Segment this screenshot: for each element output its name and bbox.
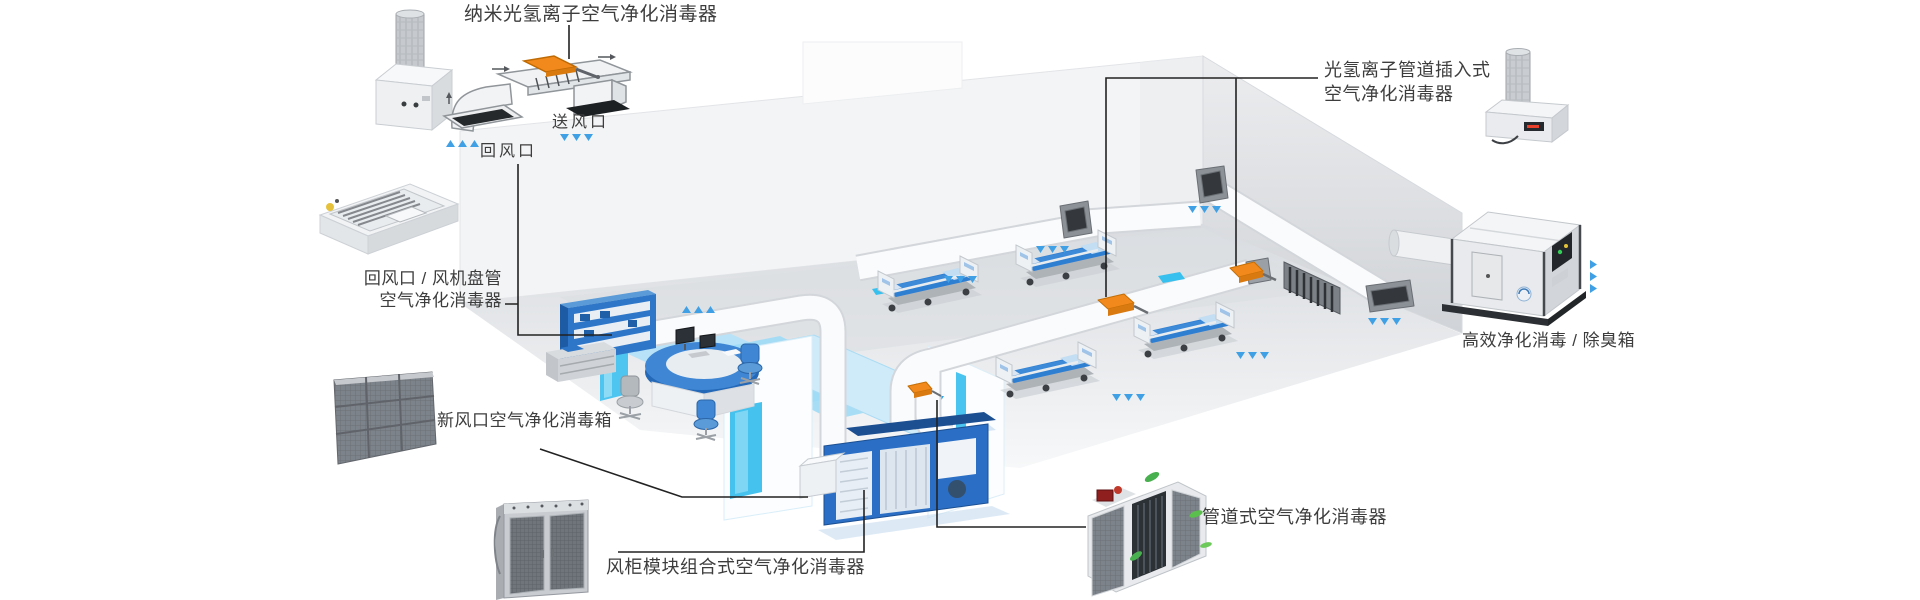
duct-insert-device-2 xyxy=(1229,261,1277,283)
label-supply-outlet: 送风口 xyxy=(552,114,610,131)
label-fan-coil-line2: 空气净化消毒器 xyxy=(379,291,502,311)
airflow-down-arrows xyxy=(1112,394,1145,401)
fan-coil-unit xyxy=(318,183,460,255)
leader-lines xyxy=(505,25,1318,553)
airflow-down-arrows xyxy=(1188,206,1221,213)
airflow-down-arrows xyxy=(560,134,593,141)
airflow-up-arrows xyxy=(446,140,479,147)
nano-purifier-device xyxy=(374,9,454,132)
label-fresh-air-box: 新风口空气净化消毒箱 xyxy=(437,411,612,430)
label-duct-type: 管道式空气净化消毒器 xyxy=(1202,507,1387,527)
label-hepa-deodorize: 高效净化消毒 / 除臭箱 xyxy=(1462,331,1636,350)
photo-ion-device xyxy=(1484,48,1570,145)
airflow-down-arrows xyxy=(1036,246,1069,253)
wall-grille xyxy=(1283,261,1341,315)
airflow-up-arrows xyxy=(682,306,715,313)
label-photo-ion-line2: 空气净化消毒器 xyxy=(1324,83,1454,104)
airflow-down-arrows xyxy=(944,276,977,283)
leaf-decoration xyxy=(1130,471,1212,561)
label-photo-ion: 光氢离子管道插入式 空气净化消毒器 xyxy=(1324,59,1491,107)
label-return-outlet: 回风口 xyxy=(480,143,538,160)
airflow-right-arrows xyxy=(1590,260,1597,293)
duct-insert-device-3 xyxy=(907,381,942,398)
label-fan-coil: 回风口 / 风机盘管 空气净化消毒器 xyxy=(296,268,502,313)
airflow-down-arrows xyxy=(1368,318,1401,325)
ahu-module-machine xyxy=(798,412,1010,540)
machine-room-door xyxy=(730,402,762,499)
label-cabinet-module: 风柜模块组合式空气净化消毒器 xyxy=(606,557,865,577)
airflow-down-arrows xyxy=(1236,352,1269,359)
nurse-station xyxy=(546,290,763,441)
nano-duct-sketch xyxy=(442,54,633,132)
label-fan-coil-line1: 回风口 / 风机盘管 xyxy=(363,269,502,288)
duct-type-device xyxy=(1087,471,1212,597)
fresh-air-filter-panel xyxy=(333,371,437,465)
duct-insert-device-1 xyxy=(1097,293,1149,316)
hepa-deodorize-unit xyxy=(1442,211,1586,326)
monitors xyxy=(675,326,716,350)
duct-insert-device-sketch xyxy=(521,55,600,79)
machine-outlet-box xyxy=(798,452,846,499)
cabinet-device xyxy=(493,499,589,600)
label-nano-purifier: 纳米光氢离子空气净化消毒器 xyxy=(464,4,718,25)
label-photo-ion-line1: 光氢离子管道插入式 xyxy=(1324,60,1491,80)
